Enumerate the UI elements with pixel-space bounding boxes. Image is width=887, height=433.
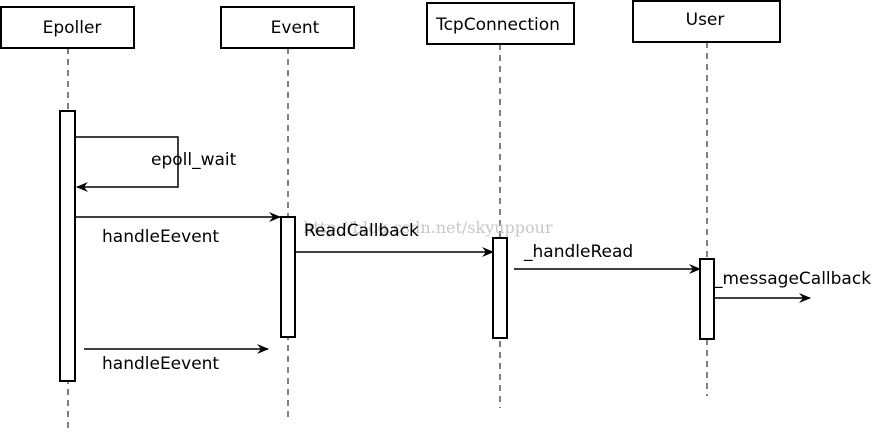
activation-event — [280, 216, 296, 338]
message-read-callback-label: ReadCallback — [304, 221, 419, 241]
message-message-callback-label: _messageCallback — [713, 269, 871, 289]
activation-tcpconnection — [492, 237, 508, 339]
message-handle-event-2-label: handleEevent — [102, 354, 219, 374]
participant-label: Epoller — [43, 18, 102, 38]
participant-label: TcpConnection — [435, 15, 560, 35]
participant-user: User — [632, 0, 781, 43]
message-handle-read-label: _handleRead — [523, 242, 633, 262]
message-epoll-wait-arrow — [75, 136, 179, 192]
activation-epoller — [59, 110, 76, 382]
watermark: http://blog.csdn.net/skyuppour — [303, 218, 553, 237]
message-epoll-wait-label: epoll_wait — [151, 150, 237, 170]
participant-event: Event — [220, 6, 355, 49]
participant-tcpconnection: TcpConnection — [426, 2, 575, 45]
participant-label: Event — [271, 18, 320, 38]
participant-epoller: Epoller — [0, 6, 135, 49]
message-handle-event-label: handleEevent — [102, 227, 219, 247]
participant-label: User — [686, 10, 725, 30]
activation-user — [699, 258, 715, 340]
